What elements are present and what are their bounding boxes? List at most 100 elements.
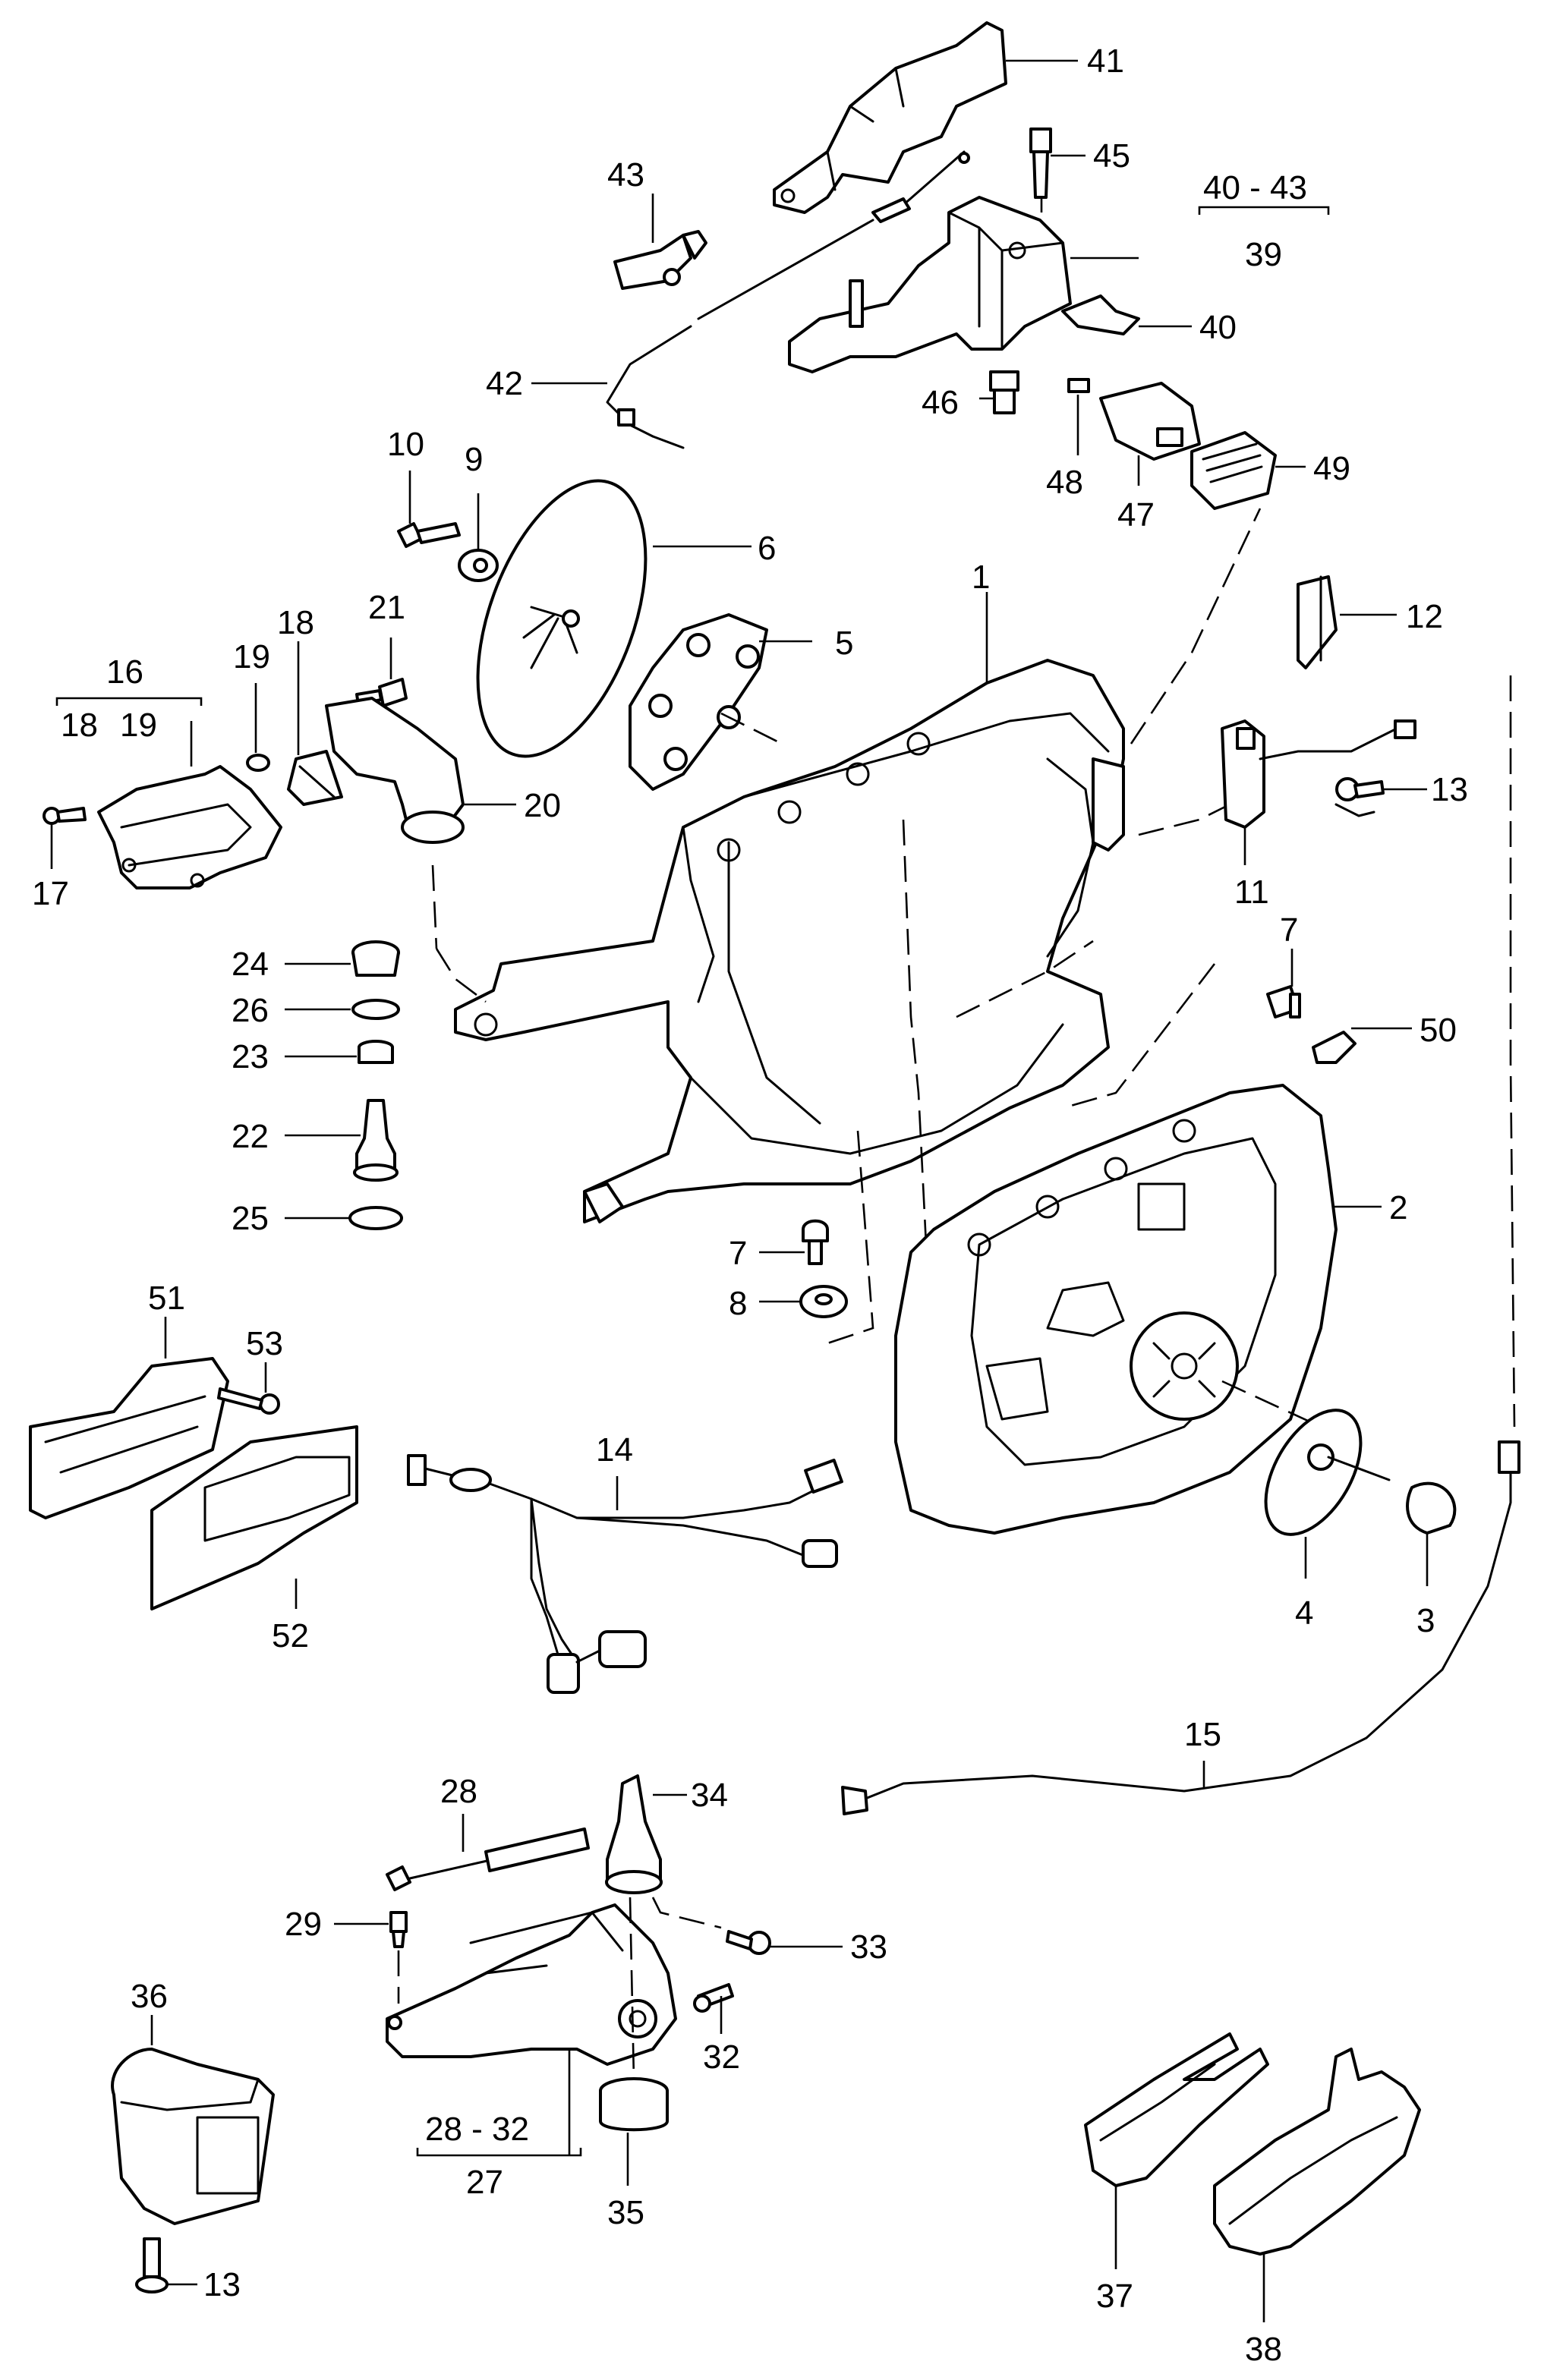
- label-14: 14: [596, 1431, 633, 1469]
- label-7-a: 7: [1280, 911, 1298, 949]
- part-1-frame: [454, 659, 1125, 1223]
- label-20: 20: [524, 787, 561, 824]
- label-18-top: 18: [277, 604, 314, 641]
- part-9-washer: [458, 549, 499, 582]
- part-27-hinge: [386, 1903, 677, 2066]
- part-22-pin: [353, 1099, 399, 1182]
- part-7-bolt-b: [802, 1219, 829, 1265]
- label-48: 48: [1046, 464, 1083, 501]
- label-50: 50: [1420, 1012, 1457, 1049]
- part-5-hub-plate: [629, 613, 783, 791]
- part-10-screw: [397, 522, 461, 548]
- label-23: 23: [232, 1038, 269, 1075]
- part-15-cable: [841, 675, 1520, 1815]
- part-8-washer: [799, 1285, 848, 1318]
- label-21: 21: [368, 589, 405, 626]
- part-28-strut: [386, 1828, 590, 1891]
- part-42-cable: [606, 150, 970, 449]
- label-4: 4: [1295, 1595, 1313, 1632]
- label-2: 2: [1389, 1189, 1407, 1226]
- label-32: 32: [703, 2038, 740, 2076]
- label-10: 10: [387, 426, 424, 463]
- label-12: 12: [1406, 598, 1443, 635]
- label-15: 15: [1184, 1716, 1221, 1753]
- label-33: 33: [850, 1928, 887, 1966]
- label-37: 37: [1096, 2278, 1133, 2315]
- label-41: 41: [1087, 42, 1124, 80]
- label-38: 38: [1245, 2331, 1282, 2368]
- part-39-lock-housing: [788, 196, 1072, 373]
- label-13-b: 13: [203, 2266, 241, 2303]
- part-46-plug: [989, 370, 1019, 414]
- label-40-43-range: 40 - 43: [1203, 169, 1307, 206]
- label-28-32-range: 28 - 32: [425, 2111, 529, 2148]
- label-34: 34: [691, 1777, 728, 1814]
- label-3: 3: [1416, 1602, 1435, 1639]
- label-39: 39: [1245, 236, 1282, 273]
- label-1: 1: [972, 559, 990, 596]
- part-19-washer: [246, 754, 270, 772]
- label-42: 42: [486, 365, 523, 402]
- part-11-sensor: [1221, 719, 1416, 829]
- part-3-cap: [1406, 1481, 1457, 1535]
- part-36-cover: [111, 2048, 275, 2225]
- part-7-bolt-a: [1266, 985, 1301, 1018]
- label-47: 47: [1117, 496, 1155, 534]
- part-49-housing: [1190, 431, 1277, 510]
- part-37-seal: [1084, 2032, 1269, 2187]
- part-17-screw: [43, 807, 87, 825]
- label-24: 24: [232, 946, 269, 983]
- part-35-bushing: [599, 2077, 669, 2132]
- label-8: 8: [729, 1285, 747, 1322]
- part-25-o-ring: [348, 1206, 403, 1230]
- part-29-screw: [389, 1911, 408, 1948]
- part-43-switch: [613, 230, 707, 290]
- part-51-cover: [29, 1357, 229, 1519]
- part-48-tab: [1067, 378, 1090, 393]
- part-40-clip: [1061, 294, 1140, 335]
- label-6: 6: [758, 530, 776, 567]
- label-16-sub-19: 19: [120, 707, 157, 744]
- label-29: 29: [285, 1906, 322, 1943]
- part-14-wiring-harness: [407, 1454, 843, 1694]
- label-26: 26: [232, 992, 269, 1029]
- part-34-boot: [605, 1774, 663, 1894]
- label-40: 40: [1199, 309, 1237, 346]
- part-53-screw: [217, 1387, 280, 1415]
- label-7-b: 7: [729, 1235, 747, 1272]
- part-24-cap: [351, 940, 400, 977]
- label-35: 35: [607, 2194, 644, 2231]
- part-13-screw-a: [1334, 777, 1385, 817]
- part-38-seal: [1213, 2048, 1421, 2256]
- part-12-angle: [1297, 575, 1338, 669]
- part-16-bracket: [97, 765, 282, 889]
- part-32-screw: [693, 1983, 734, 2013]
- part-2-wheel-well: [894, 1084, 1338, 1535]
- label-43: 43: [607, 156, 644, 194]
- label-9: 9: [465, 441, 483, 478]
- label-11: 11: [1234, 874, 1269, 911]
- label-5: 5: [835, 625, 853, 662]
- label-52: 52: [272, 1617, 309, 1654]
- part-33-screw: [726, 1930, 771, 1955]
- label-51: 51: [148, 1280, 185, 1317]
- label-17: 17: [32, 875, 69, 912]
- part-4-plate: [1264, 1409, 1391, 1536]
- label-22: 22: [232, 1118, 269, 1155]
- label-53: 53: [246, 1325, 283, 1362]
- part-6-cover-disc: [476, 479, 648, 758]
- label-19-top: 19: [233, 638, 270, 675]
- part-50-grommet: [1312, 1031, 1357, 1064]
- part-20-duct: [325, 697, 465, 844]
- label-25: 25: [232, 1200, 269, 1237]
- label-45: 45: [1093, 137, 1130, 175]
- label-27: 27: [466, 2164, 503, 2201]
- part-47-connector: [1099, 382, 1201, 461]
- label-16: 16: [106, 653, 143, 691]
- label-36: 36: [131, 1978, 168, 2015]
- part-52-duct: [150, 1425, 358, 1610]
- label-46: 46: [922, 384, 959, 421]
- part-number-labels: 41 45 43 40 - 43 39 40 42 46 48 47 49 10…: [32, 42, 1468, 2368]
- label-49: 49: [1313, 450, 1350, 487]
